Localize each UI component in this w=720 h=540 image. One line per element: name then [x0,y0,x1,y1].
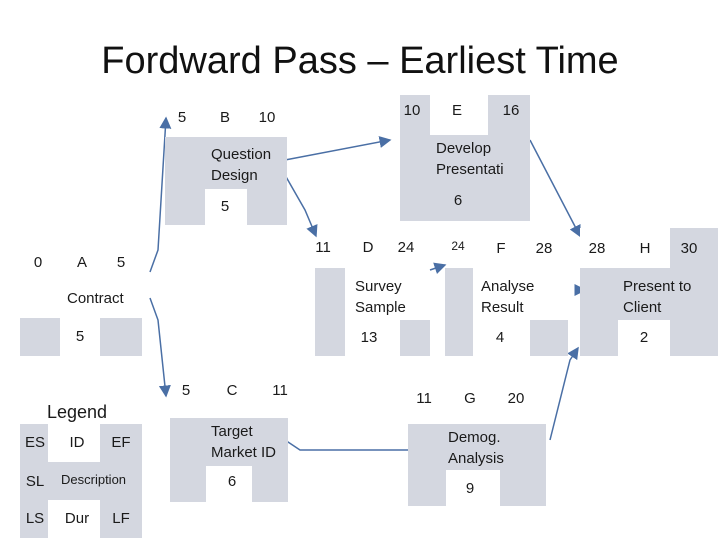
node-b-lf-box [247,189,287,225]
node-h-desc: Present to Client [623,278,692,316]
node-e-desc: Develop Presentati [436,140,504,178]
node-h-dur: 2 [639,329,649,346]
node-h-desc-box [618,268,718,320]
node-h-left-box [580,268,618,320]
node-c-desc-box [170,418,288,466]
node-b-dur: 5 [220,198,230,215]
node-d-ef: 24 [397,239,415,256]
node-c-ef: 11 [272,382,288,399]
node-h-ef: 30 [680,240,698,257]
node-d-es: 11 [315,239,331,256]
node-h-id: H [639,240,651,257]
node-g-desc: Demog. Analysis [448,429,504,467]
node-c-desc: Target Market ID [211,423,277,461]
legend-ls-box [20,500,48,538]
legend-sl-box [20,462,48,500]
node-h-ef-box [670,228,718,268]
node-c-sl-box [170,466,206,502]
arrow-d-to-f [429,262,447,275]
node-f-dur: 4 [495,329,505,346]
node-h-es: 28 [588,240,606,257]
node-e-ef-box [488,95,530,135]
node-e-bottom-box [400,185,530,221]
legend-dur: Dur [64,510,90,527]
node-f-id: F [496,240,506,257]
node-f-desc: Analyse Result [481,278,535,316]
node-e-id: E [451,102,463,119]
node-a-ef: 5 [116,254,126,271]
node-h-sl-box [580,320,618,356]
node-c-id: C [226,382,238,399]
node-d-dur: 13 [360,329,378,346]
node-c-dur: 6 [227,473,237,490]
arrow-a-to-c [149,297,171,398]
node-d-id: D [362,239,374,256]
node-e-es-box [400,95,430,135]
node-e-es: 10 [403,102,421,119]
arrow-b-to-d [284,174,318,238]
node-a-lf-box [100,318,142,356]
arrow-b-to-e [284,136,392,161]
node-a-id: A [76,254,88,271]
arrow-g-to-h [549,346,579,441]
node-f-lf-box [530,320,568,356]
legend-sl: SL [25,473,45,490]
node-a-es-box [20,242,60,280]
node-g-left-box [408,424,446,470]
node-g-id: G [464,390,476,407]
legend-lf-box [100,500,142,538]
legend-desc: Description [61,472,127,487]
node-g-dur: 9 [465,480,475,497]
node-g-sl-box [408,470,446,506]
legend-ef: EF [111,434,131,451]
node-f-sl-box [445,320,473,356]
node-d-lf-box [400,320,430,356]
node-a-desc-box [20,280,142,318]
node-b-ef: 10 [258,109,276,126]
arrow-e-to-f [529,139,581,238]
node-g-es: 11 [416,390,432,407]
node-h-lf-box [670,320,718,356]
node-b-es: 5 [177,109,187,126]
legend-es: ES [24,434,46,451]
legend-ef-box [100,424,142,462]
node-g-ef: 20 [507,390,525,407]
legend-es-box [20,424,48,462]
node-f-left-box [445,268,473,320]
page-title: Fordward Pass – Earliest Time [101,40,619,82]
node-e-desc-box [400,135,530,185]
node-d-desc: Survey Sample [355,278,406,316]
node-a-desc: Contract [67,290,124,307]
legend-id: ID [69,434,85,451]
legend-desc-box [48,462,142,500]
arrow-c-to-g [284,438,427,453]
legend-title: Legend [47,402,108,422]
node-a-sl-box [20,318,60,356]
node-b-desc-box [165,137,287,189]
node-c-lf-box [252,466,288,502]
node-e-dur: 6 [453,192,463,209]
node-c-es: 5 [181,382,191,399]
node-b-id: B [219,109,231,126]
node-a-es: 0 [33,254,43,271]
node-b-sl-box [165,189,205,225]
node-g-desc-box [446,424,546,470]
node-f-ef: 28 [535,240,553,257]
node-a-dur: 5 [75,328,85,345]
node-e-ef: 16 [502,102,520,119]
node-a-ef-box [100,242,142,280]
node-g-lf-box [500,470,546,506]
node-d-left-box [315,268,345,320]
node-h-es-box [580,228,618,268]
node-f-es: 24 [451,239,465,253]
node-d-sl-box [315,320,345,356]
legend-ls: LS [25,510,45,527]
node-b-desc: Question Design [211,146,272,184]
arrow-a-to-b [149,116,172,273]
legend-lf: LF [112,510,130,527]
